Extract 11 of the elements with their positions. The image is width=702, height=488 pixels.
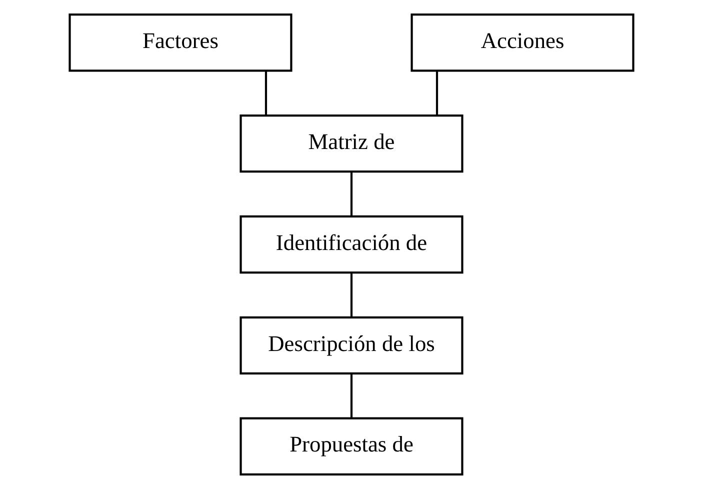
connector <box>264 70 267 115</box>
node-box: Acciones <box>410 13 634 72</box>
node-box: Factores <box>68 13 292 72</box>
connector <box>350 272 352 317</box>
connector <box>435 70 438 115</box>
connector <box>350 171 352 216</box>
connector <box>350 373 352 418</box>
node-box: Identificación de <box>239 214 463 274</box>
node-box: Matriz de <box>239 114 463 172</box>
node-box: Descripción de los <box>239 316 463 374</box>
node-box: Propuestas de <box>239 416 463 475</box>
